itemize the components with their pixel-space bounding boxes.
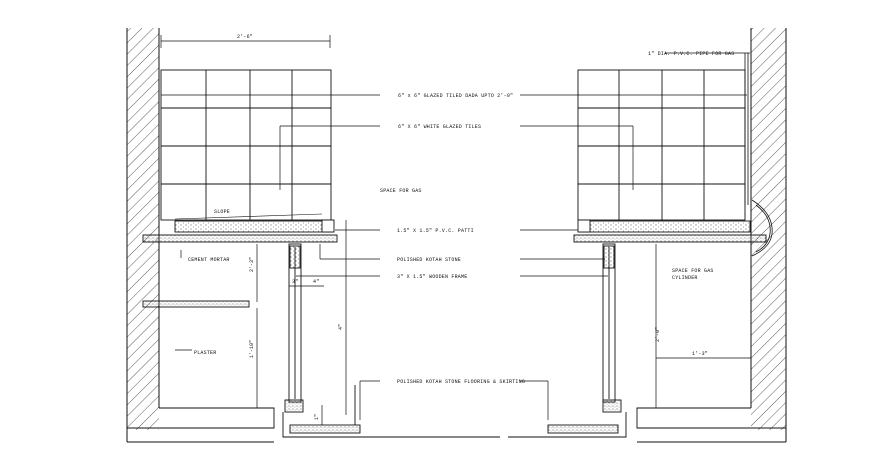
left-wall [126, 28, 160, 442]
right-frame [602, 243, 622, 413]
wooden-frame-label: 3" X 1.5" WOODEN FRAME [397, 274, 467, 280]
label-leaders [161, 52, 750, 420]
left-tile-dado [160, 69, 332, 221]
plaster-label: PLASTER [194, 350, 216, 356]
pvc-pipe-label: 1" DIA. P.V.C. PIPE FOR GAS [648, 51, 734, 57]
cylinder-height-dimension: 2'-0" [655, 327, 661, 342]
cement-mortar-label: CEMENT MORTAR [188, 257, 230, 263]
polished-stone-label: POLISHED KOTAH STONE [397, 257, 461, 263]
left-floor [127, 385, 500, 443]
space-for-gas-label: SPACE FOR GAS [380, 188, 422, 194]
frame-offset-dimension: 4" [313, 279, 319, 285]
slope-label: SLOPE [214, 209, 230, 215]
floor-skirting-label: POLISHED KOTAH STONE FLOORING & SKIRTING [397, 379, 525, 385]
left-counter-top [142, 213, 338, 243]
right-wall [750, 28, 787, 442]
plinth-height-dimension: 4" [338, 324, 344, 330]
pvc-patti-label: 1.5" X 1.5" P.V.C. PATTI [397, 228, 474, 234]
cylinder-width-dimension: 1'-3" [692, 351, 708, 357]
cylinder-space-label-line1: SPACE FOR GAS [672, 268, 714, 274]
frame-height-dimension: 2'-3" [249, 257, 255, 272]
right-floor [508, 407, 786, 443]
left-shelf [142, 300, 250, 308]
cylinder-space-label-line2: CYLINDER [672, 275, 698, 281]
shelf-height-dimension: 1'-10" [249, 340, 255, 358]
glazed-tiles-label: 6" X 6" WHITE GLAZED TILES [398, 124, 481, 130]
right-dimension-lines [655, 244, 751, 408]
right-tile-dado [577, 69, 746, 221]
counter-width-dimension: 2'-6" [237, 34, 253, 40]
left-dimension-lines [160, 35, 347, 425]
frame-gap-dimension: 3" [292, 279, 298, 285]
left-frame [284, 243, 304, 413]
floor-small-dimension: 1" [314, 414, 320, 420]
right-counter-top [573, 219, 767, 243]
dado-tiles-label: 6" x 6" GLAZED TILED DADA UPTO 2'-0" [398, 93, 513, 99]
